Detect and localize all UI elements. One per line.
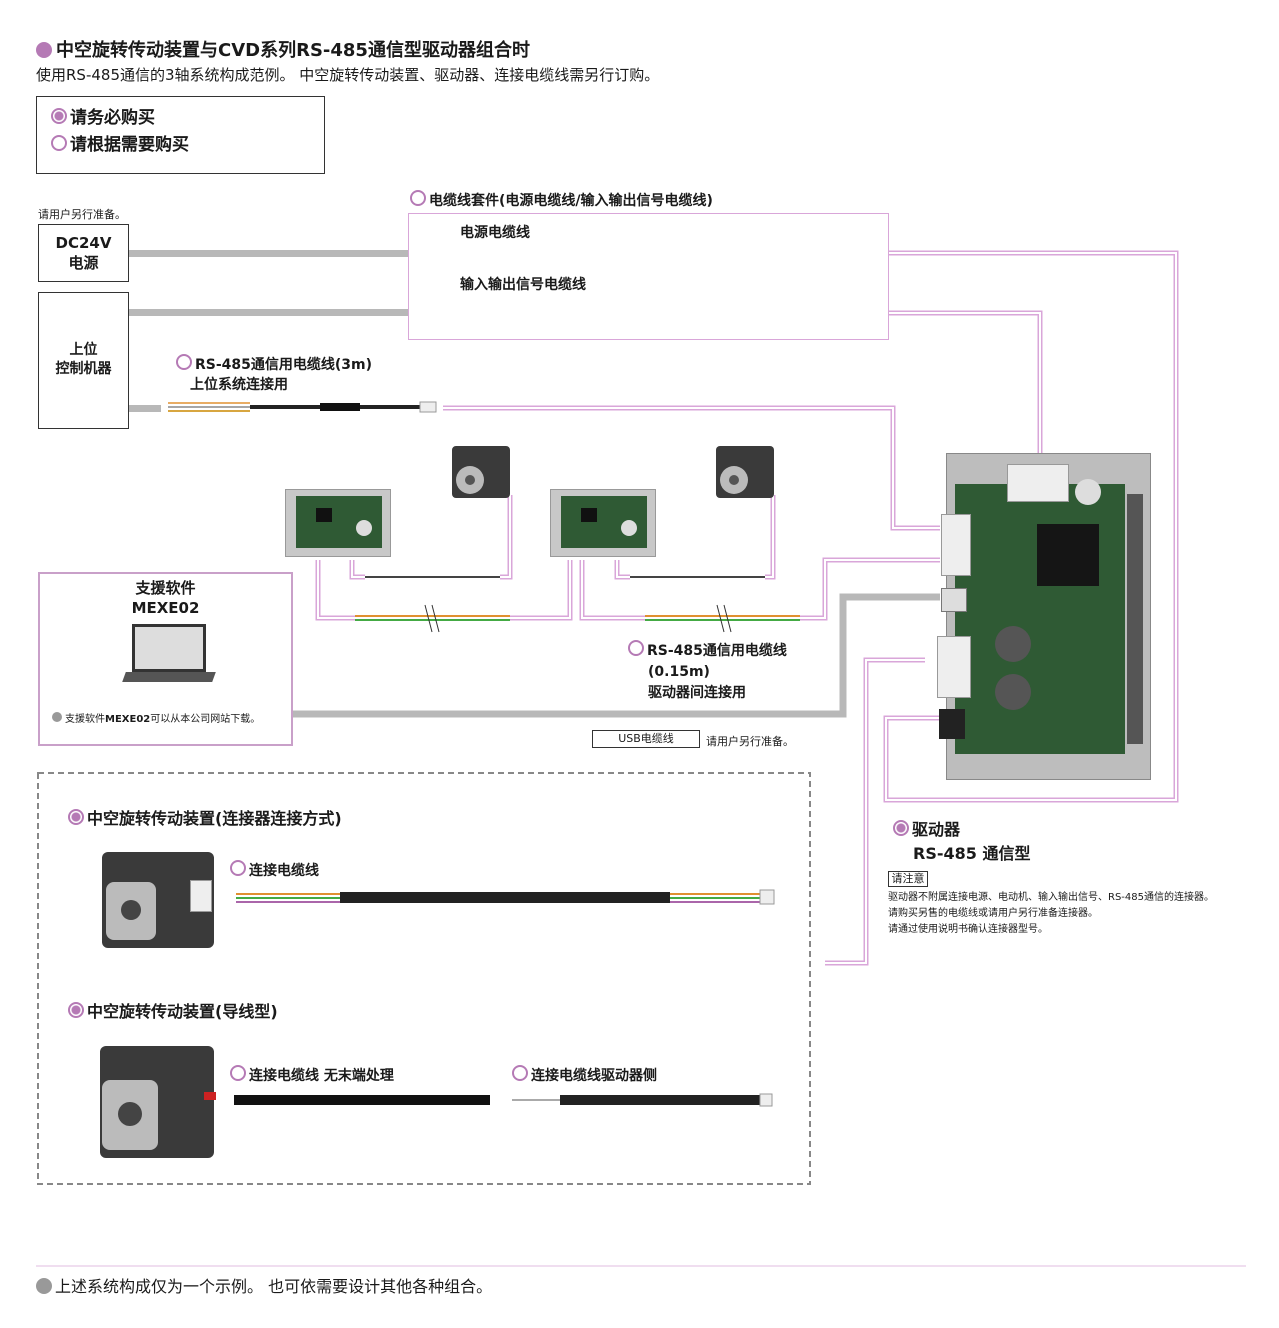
driver-capacitor-2	[995, 674, 1031, 710]
driver-chip	[1037, 524, 1099, 586]
driver-caution-label: 请注意	[888, 871, 928, 887]
rs485-host-cable-image	[168, 401, 437, 413]
driver-heatsink	[1127, 494, 1143, 744]
laptop-icon	[132, 624, 206, 672]
driver-usb-port	[941, 588, 967, 612]
software-box: 支援软件 MEXE02 支援软件MEXE02可以从本公司网站下载。	[38, 572, 293, 746]
usb-cable-label: USB电缆线	[592, 730, 700, 748]
optional-bullet-icon	[628, 640, 644, 656]
laptop-keyboard-icon	[122, 672, 216, 682]
host-controller-box: 上位 控制机器	[38, 292, 129, 429]
power-supply-box: DC24V 电源	[38, 224, 129, 282]
link-cable-image	[355, 576, 800, 633]
motor-unit-1	[452, 446, 510, 498]
power-supply-line	[129, 250, 429, 257]
software-title: 支援软件	[135, 579, 196, 597]
optional-bullet-icon	[230, 860, 246, 876]
driver-side-cable-label: 连接电缆线驱动器侧	[512, 1065, 657, 1085]
driver-switch	[1075, 479, 1101, 505]
rs485-host-cable-label: RS-485通信用电缆线(3m) 上位系统连接用	[176, 354, 372, 395]
actuator-lead-title: 中空旋转传动装置(导线型)	[68, 998, 278, 1022]
io-cable-label: 输入输出信号电缆线	[460, 277, 586, 293]
actuator-frame	[37, 772, 811, 1185]
cable-set-title: 电缆线套件(电源电缆线/输入输出信号电缆线)	[410, 190, 713, 210]
bare-cable-label: 连接电缆线 无末端处理	[230, 1065, 394, 1085]
software-name: MEXE02	[131, 599, 200, 617]
footer-bullet-icon	[36, 1278, 52, 1294]
actuator-lead-image	[100, 1046, 216, 1158]
software-note: 支援软件MEXE02可以从本公司网站下载。	[52, 710, 260, 725]
driver-motor-connector	[937, 636, 971, 698]
page-subtitle: 使用RS-485通信的3轴系统构成范例。 中空旋转传动装置、驱动器、连接电缆线需…	[36, 66, 660, 84]
host-io-line	[129, 309, 429, 316]
optional-bullet-icon	[410, 190, 426, 206]
driver-main	[937, 453, 1151, 780]
driver-unit-2	[550, 489, 656, 557]
optional-bullet-icon	[230, 1065, 246, 1081]
power-cable-label: 电源电缆线	[460, 225, 530, 241]
required-bullet-icon	[893, 820, 909, 836]
usb-line	[293, 593, 940, 718]
legend-optional: 请根据需要购买	[51, 131, 310, 159]
note-bullet-icon	[52, 712, 62, 722]
driver-caution-text: 驱动器不附属连接电源、电动机、输入输出信号、RS-485通信的连接器。 请购买另…	[888, 892, 1214, 935]
optional-bullet-icon	[512, 1065, 528, 1081]
driver-io-connector	[1007, 464, 1069, 502]
optional-bullet-icon	[176, 354, 192, 370]
optional-bullet-icon	[51, 135, 67, 151]
driver-title: 驱动器 RS-485 通信型	[893, 818, 1030, 866]
footer-note: 上述系统构成仅为一个示例。 也可依需要设计其他各种组合。	[36, 1273, 492, 1297]
motor-unit-2	[716, 446, 774, 498]
host-rs485-stub	[129, 405, 161, 412]
actuator-connector-cable-label: 连接电缆线	[230, 860, 319, 880]
driver-power-connector	[939, 709, 965, 739]
title-bullet-icon	[36, 42, 52, 58]
actuator-connector-title: 中空旋转传动装置(连接器连接方式)	[68, 805, 342, 829]
required-bullet-icon	[68, 1002, 84, 1018]
required-bullet-icon	[68, 809, 84, 825]
driver-rs485-connector	[941, 514, 971, 576]
bare-cable-image	[234, 1095, 490, 1105]
power-supply-note: 请用户另行准备。	[38, 208, 126, 221]
driver-unit-1	[285, 489, 391, 557]
cable-set-box	[408, 213, 889, 340]
required-bullet-icon	[51, 108, 67, 124]
legend-box: 请务必购买 请根据需要购买	[36, 96, 325, 174]
rs485-link-cable-label: RS-485通信用电缆线 (0.15m) 驱动器间连接用	[628, 640, 787, 704]
usb-cable-note: 请用户另行准备。	[706, 735, 794, 748]
actuator-cable-image	[236, 889, 775, 905]
driver-capacitor-1	[995, 626, 1031, 662]
driver-side-cable-image	[512, 1093, 773, 1107]
page-title: 中空旋转传动装置与CVD系列RS-485通信型驱动器组合时	[36, 36, 530, 62]
legend-required: 请务必购买	[51, 105, 310, 131]
actuator-connector-image	[102, 852, 214, 948]
